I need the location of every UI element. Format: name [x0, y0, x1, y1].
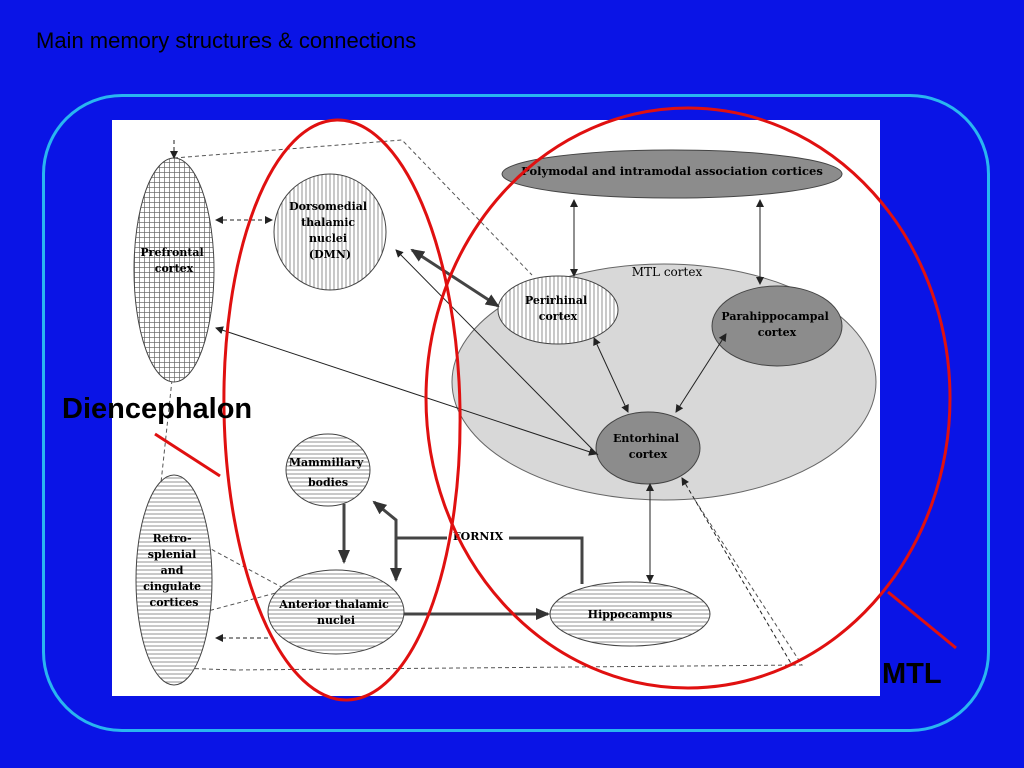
dashed-boundary — [156, 139, 803, 671]
fornix-label-bg — [447, 526, 509, 544]
diencephalon-callout-line — [154, 432, 221, 478]
retrosplenial-cingulate-node — [135, 474, 213, 686]
mtl-cortex-label: MTL cortex — [632, 265, 703, 279]
fornix-path-mammillary — [372, 500, 398, 538]
mtl-callout-line — [887, 590, 957, 650]
edge-parahippocampal-entorhinal — [675, 333, 727, 413]
edge-perirhinal-entorhinal — [593, 337, 629, 413]
retrosplenial-label: Retro- splenial and cingulate cortices — [143, 532, 205, 609]
parahippocampal-cortex-node — [711, 285, 843, 367]
edge-dashed-entorhinal — [681, 477, 793, 666]
slide-title: Main memory structures & connections — [36, 28, 417, 53]
mammillary-label: Mammillary bodies — [289, 456, 367, 489]
fornix-label: FORNIX — [453, 530, 504, 543]
perirhinal-label: Perirhinal cortex — [525, 294, 591, 323]
mtl-callout: MTL — [882, 658, 942, 690]
polymodal-association-node — [501, 149, 843, 199]
anterior-thalamic-node — [267, 569, 405, 655]
entorhinal-label: Entorhinal cortex — [613, 432, 683, 461]
polymodal-label: Polymodal and intramodal association cor… — [521, 164, 823, 178]
anterior-thalamic-label: Anterior thalamic nuclei — [278, 598, 392, 627]
dorsomedial-thalamic-node — [273, 173, 387, 291]
mtl-highlight-ellipse — [424, 106, 952, 690]
diencephalon-highlight-ellipse — [222, 118, 462, 702]
edge-prefrontal-entorhinal — [215, 326, 597, 456]
diencephalon-callout: Diencephalon — [62, 393, 253, 425]
memory-structures-diagram: MTL cortex Polymodal and intramodal asso… — [133, 139, 877, 686]
prefrontal-label: Prefrontal cortex — [140, 246, 207, 275]
hippocampus-label: Hippocampus — [588, 608, 673, 621]
parahippocampal-label: Parahippocampal cortex — [721, 310, 832, 339]
edge-dorsomedial-perirhinal — [410, 248, 500, 308]
dorsomedial-label: Dorsomedial thalamic nuclei (DMN) — [289, 200, 371, 261]
hippocampus-node — [549, 581, 711, 647]
diagram-figure: MTL cortex Polymodal and intramodal asso… — [112, 120, 880, 696]
rounded-frame — [42, 94, 990, 732]
